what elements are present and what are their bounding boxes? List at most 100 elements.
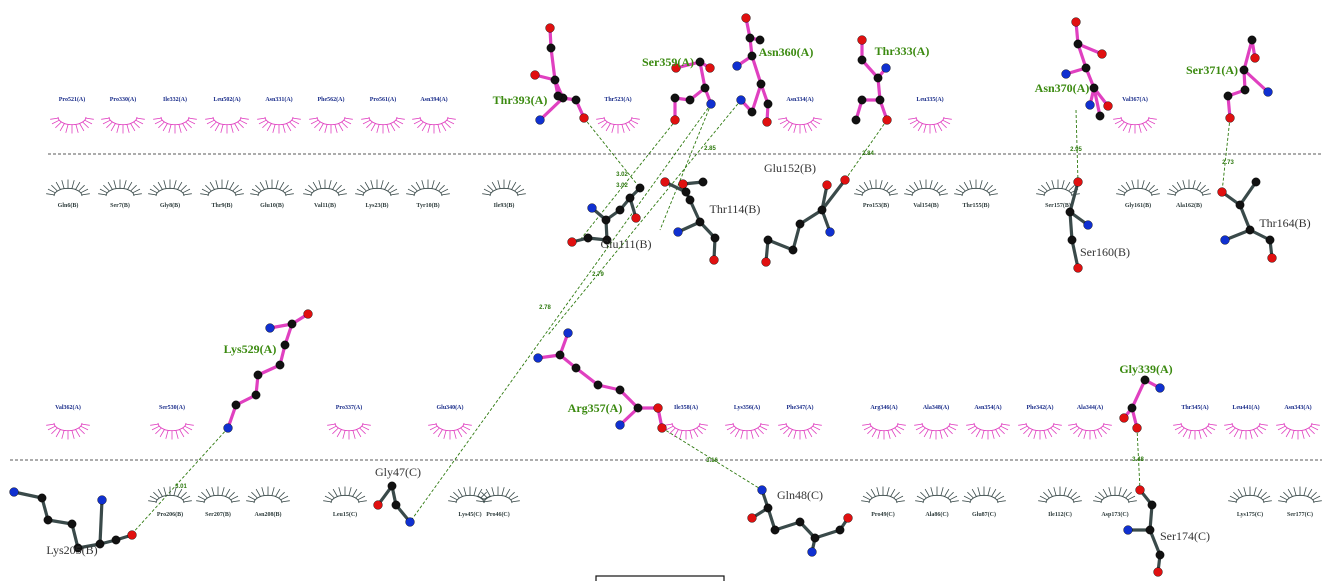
- contact-spoke: [231, 500, 240, 503]
- hydrophobic-label-c: Leu15(C): [333, 511, 357, 518]
- carbon-atom: [685, 195, 695, 205]
- nitrogen-atom: [535, 115, 545, 125]
- bond: [791, 222, 802, 252]
- contact-spoke: [65, 124, 69, 133]
- contact-spoke: [413, 119, 422, 125]
- oxygen-atom: [579, 113, 589, 123]
- contact-arc: [1120, 116, 1150, 126]
- hydrophobic-label-a: Ser530(A): [159, 404, 185, 411]
- carbon-atom: [873, 73, 883, 83]
- contact-spoke: [1281, 427, 1288, 435]
- hydrophobic-arc-a: [778, 422, 822, 440]
- carbon-atom: [43, 515, 53, 525]
- contact-spoke: [235, 193, 244, 196]
- contact-spoke: [279, 181, 285, 190]
- hydrophobic-arc-a: [1018, 422, 1062, 440]
- contact-spoke: [1128, 500, 1137, 503]
- contact-spoke: [361, 117, 370, 120]
- contact-spoke: [813, 423, 822, 426]
- hydrophobic-label-b: Lys23(B): [365, 202, 388, 209]
- contact-spoke: [220, 124, 224, 133]
- contact-spoke: [1125, 181, 1131, 190]
- hydrophobic-arc-a: [46, 422, 90, 440]
- contact-spoke: [897, 423, 906, 426]
- contact-spoke: [726, 425, 735, 431]
- contact-spoke: [1188, 430, 1192, 439]
- contact-spoke: [510, 495, 519, 501]
- contact-spoke: [180, 184, 187, 192]
- contact-spoke: [1228, 500, 1237, 503]
- contact-spoke: [126, 124, 130, 133]
- contact-spoke: [954, 193, 963, 196]
- contact-spoke: [449, 495, 458, 501]
- oxygen-atom: [1103, 101, 1113, 111]
- contact-arc: [257, 187, 287, 197]
- carbon-atom: [810, 533, 820, 543]
- contact-spoke: [308, 184, 315, 192]
- contact-spoke: [810, 121, 817, 129]
- carbon-atom: [1235, 200, 1245, 210]
- nitrogen-atom: [825, 227, 835, 237]
- contact-spoke: [698, 425, 707, 431]
- contact-spoke: [778, 117, 787, 120]
- contact-arc: [155, 494, 185, 504]
- hbond-distance: 2.95: [1070, 147, 1082, 153]
- contact-spoke: [133, 193, 142, 196]
- residue-thr333: [851, 35, 892, 125]
- contact-spoke: [51, 427, 58, 435]
- carbon-atom: [231, 400, 241, 410]
- carbon-atom: [698, 177, 708, 187]
- contact-spoke: [132, 188, 141, 194]
- contact-spoke: [933, 124, 937, 133]
- contact-spoke: [107, 181, 113, 190]
- contact-spoke: [258, 119, 267, 125]
- hydrogen-bonds: 3.023.022.852.842.952.732.792.783.013.16…: [129, 99, 1234, 537]
- contact-spoke: [183, 193, 192, 196]
- contact-spoke: [153, 491, 160, 499]
- contact-spoke: [689, 430, 693, 439]
- carbon-atom: [287, 319, 297, 329]
- hydrophobic-arc-a: [309, 116, 353, 134]
- contact-spoke: [284, 188, 293, 194]
- carbon-atom: [67, 519, 77, 529]
- contact-spoke: [866, 491, 873, 499]
- contact-spoke: [854, 193, 863, 196]
- contact-spoke: [886, 184, 893, 192]
- contact-spoke: [151, 425, 160, 431]
- contact-spoke: [406, 193, 415, 196]
- contact-spoke: [448, 500, 457, 503]
- contact-arc: [207, 187, 237, 197]
- contact-spoke: [750, 430, 754, 439]
- contact-spoke: [130, 123, 136, 132]
- contact-spoke: [1063, 487, 1067, 496]
- residue-label-a: Ser371(A): [1186, 63, 1238, 77]
- contact-spoke: [665, 425, 674, 431]
- contact-spoke: [1116, 193, 1125, 196]
- nitrogen-atom: [615, 420, 625, 430]
- contact-spoke: [679, 430, 683, 439]
- carbon-atom: [685, 95, 695, 105]
- contact-spoke: [1001, 423, 1010, 426]
- hydrophobic-label-a: Phe342(A): [1027, 404, 1054, 411]
- bond: [1238, 180, 1258, 207]
- nitrogen-atom: [405, 517, 415, 527]
- residue-asn360: [732, 13, 773, 127]
- residue-glu111: [567, 183, 645, 247]
- contact-spoke: [1041, 184, 1048, 192]
- contact-spoke: [1023, 427, 1030, 435]
- oxygen-atom: [1217, 187, 1227, 197]
- contact-spoke: [1205, 427, 1212, 435]
- contact-spoke: [312, 181, 318, 190]
- hydrophobic-arc-a: [50, 116, 94, 134]
- nitrogen-atom: [223, 423, 233, 433]
- nitrogen-atom: [673, 227, 683, 237]
- hydrophobic-arc-b: [1116, 179, 1160, 197]
- hbond-distance: 2.78: [539, 305, 551, 311]
- nitrogen-atom: [97, 495, 107, 505]
- contact-spoke: [812, 119, 821, 125]
- contact-spoke: [740, 430, 744, 439]
- hydrophobic-label-b: Glu10(B): [260, 202, 284, 209]
- contact-spoke: [462, 425, 471, 431]
- contact-spoke: [1262, 495, 1271, 501]
- contact-spoke: [923, 429, 929, 438]
